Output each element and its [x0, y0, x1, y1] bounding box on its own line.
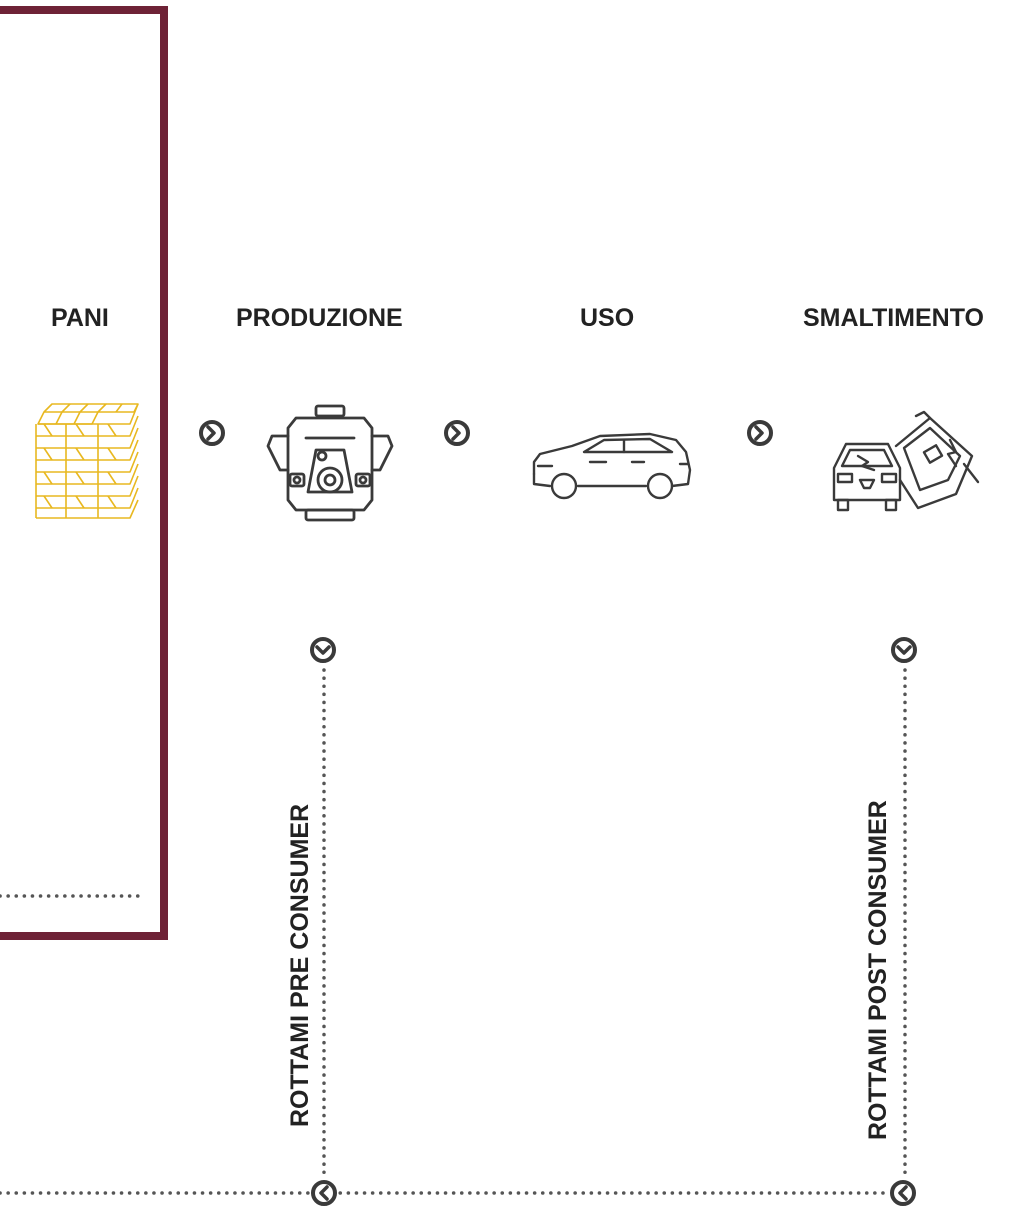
scrap-label-pre-consumer: ROTTAMI PRE CONSUMER	[286, 803, 314, 1127]
scrap-label-post-consumer: ROTTAMI POST CONSUMER	[864, 800, 892, 1140]
stage-label-uso: USO	[580, 304, 635, 332]
stage-label-smaltimento: SMALTIMENTO	[803, 304, 985, 332]
circle-chevron-left-icon	[890, 1180, 916, 1206]
crashed-cars-icon	[832, 410, 980, 512]
circle-chevron-down-icon	[310, 637, 336, 663]
circle-chevron-left-icon	[311, 1180, 337, 1206]
circle-chevron-right-icon	[444, 420, 470, 446]
stage-label-pani: PANI	[51, 304, 109, 332]
process-frame	[0, 6, 168, 940]
car-icon	[532, 432, 692, 500]
circle-chevron-right-icon	[747, 420, 773, 446]
circle-chevron-right-icon	[199, 420, 225, 446]
engine-icon	[266, 404, 394, 522]
gold-ingots-icon	[35, 403, 139, 519]
circle-chevron-down-icon	[891, 637, 917, 663]
stage-label-produzione: PRODUZIONE	[236, 304, 403, 332]
